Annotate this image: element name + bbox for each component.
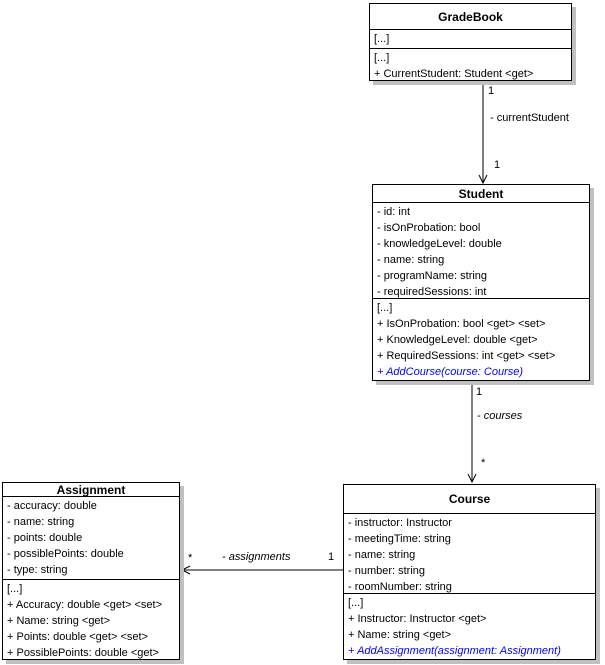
class-course-attributes: - instructor: Instructor - meetingTime: … bbox=[344, 514, 595, 594]
attribute-row: - points: double bbox=[7, 532, 83, 544]
class-course[interactable]: Course - instructor: Instructor - meetin… bbox=[343, 484, 596, 660]
arrowhead-to-student-icon bbox=[478, 174, 488, 185]
operation-row-addcourse: + AddCourse(course: Course) bbox=[377, 366, 524, 378]
class-student[interactable]: Student - id: int - isOnProbation: bool … bbox=[372, 184, 590, 381]
attribute-row: - programName: string bbox=[377, 270, 488, 282]
class-gradebook-operations: [...] + CurrentStudent: Student <get> bbox=[370, 49, 571, 80]
attribute-row: - roomNumber: string bbox=[348, 581, 452, 593]
class-course-name: Course bbox=[344, 485, 595, 514]
attribute-row: - accuracy: double bbox=[7, 500, 97, 512]
class-gradebook-name: GradeBook bbox=[370, 4, 571, 30]
attribute-row: - type: string bbox=[7, 564, 68, 576]
arrowhead-to-assignment-icon bbox=[180, 565, 191, 575]
multiplicity-student-end: 1 bbox=[494, 159, 501, 171]
operation-row: [...] bbox=[7, 583, 23, 595]
class-student-name: Student bbox=[373, 185, 589, 203]
attribute-row: - name: string bbox=[348, 549, 416, 561]
operation-row: + PossiblePoints: double <get> bbox=[7, 647, 159, 659]
operation-row: [...] bbox=[348, 597, 364, 609]
attribute-row: - instructor: Instructor bbox=[348, 517, 452, 529]
operation-row: + Accuracy: double <get> <set> bbox=[7, 599, 163, 611]
class-assignment[interactable]: Assignment - accuracy: double - name: st… bbox=[2, 482, 180, 660]
class-assignment-operations: [...] + Accuracy: double <get> <set> + N… bbox=[3, 580, 179, 659]
operation-row: + IsOnProbation: bool <get> <set> bbox=[377, 318, 546, 330]
attribute-row: - knowledgeLevel: double bbox=[377, 238, 502, 250]
attribute-row: - number: string bbox=[348, 565, 426, 577]
operation-row: + KnowledgeLevel: double <get> bbox=[377, 334, 538, 346]
operation-row: [...] bbox=[374, 52, 390, 64]
operation-row: [...] bbox=[377, 302, 393, 314]
operation-row-addassignment: + AddAssignment(assignment: Assignment) bbox=[348, 645, 561, 657]
class-course-operations: [...] + Instructor: Instructor <get> + N… bbox=[344, 594, 595, 659]
operation-row: + RequiredSessions: int <get> <set> bbox=[377, 350, 556, 362]
attribute-row: - possiblePoints: double bbox=[7, 548, 124, 560]
attribute-row: - meetingTime: string bbox=[348, 533, 451, 545]
class-student-operations: [...] + IsOnProbation: bool <get> <set> … bbox=[373, 299, 589, 380]
attribute-row: - name: string bbox=[377, 254, 445, 266]
role-assignments: - assignments bbox=[222, 551, 291, 563]
operation-row: + Name: string <get> bbox=[7, 615, 111, 627]
attribute-row: [...] bbox=[374, 33, 390, 45]
operation-row: + Points: double <get> <set> bbox=[7, 631, 148, 643]
attribute-row: - id: int bbox=[377, 206, 411, 218]
operation-row: + CurrentStudent: Student <get> bbox=[374, 68, 534, 80]
operation-row: + Name: string <get> bbox=[348, 629, 452, 641]
arrowhead-to-course-icon bbox=[467, 473, 477, 484]
class-assignment-name: Assignment bbox=[3, 483, 179, 497]
multiplicity-course-end-courses: * bbox=[481, 457, 486, 469]
multiplicity-course-end-assignments: 1 bbox=[328, 551, 335, 563]
class-assignment-attributes: - accuracy: double - name: string - poin… bbox=[3, 497, 179, 580]
multiplicity-assignment-end: * bbox=[188, 552, 193, 564]
attribute-row: - requiredSessions: int bbox=[377, 286, 487, 298]
attribute-row: - name: string bbox=[7, 516, 75, 528]
multiplicity-student-end-courses: 1 bbox=[476, 386, 483, 398]
role-current-student: - currentStudent bbox=[490, 112, 569, 124]
class-gradebook-attributes: [...] bbox=[370, 30, 571, 49]
role-courses: - courses bbox=[477, 410, 523, 422]
operation-row: + Instructor: Instructor <get> bbox=[348, 613, 487, 625]
attribute-row: - isOnProbation: bool bbox=[377, 222, 481, 234]
class-gradebook[interactable]: GradeBook [...] [...] + CurrentStudent: … bbox=[369, 3, 572, 81]
class-student-attributes: - id: int - isOnProbation: bool - knowle… bbox=[373, 203, 589, 299]
multiplicity-gradebook-end: 1 bbox=[488, 85, 495, 97]
